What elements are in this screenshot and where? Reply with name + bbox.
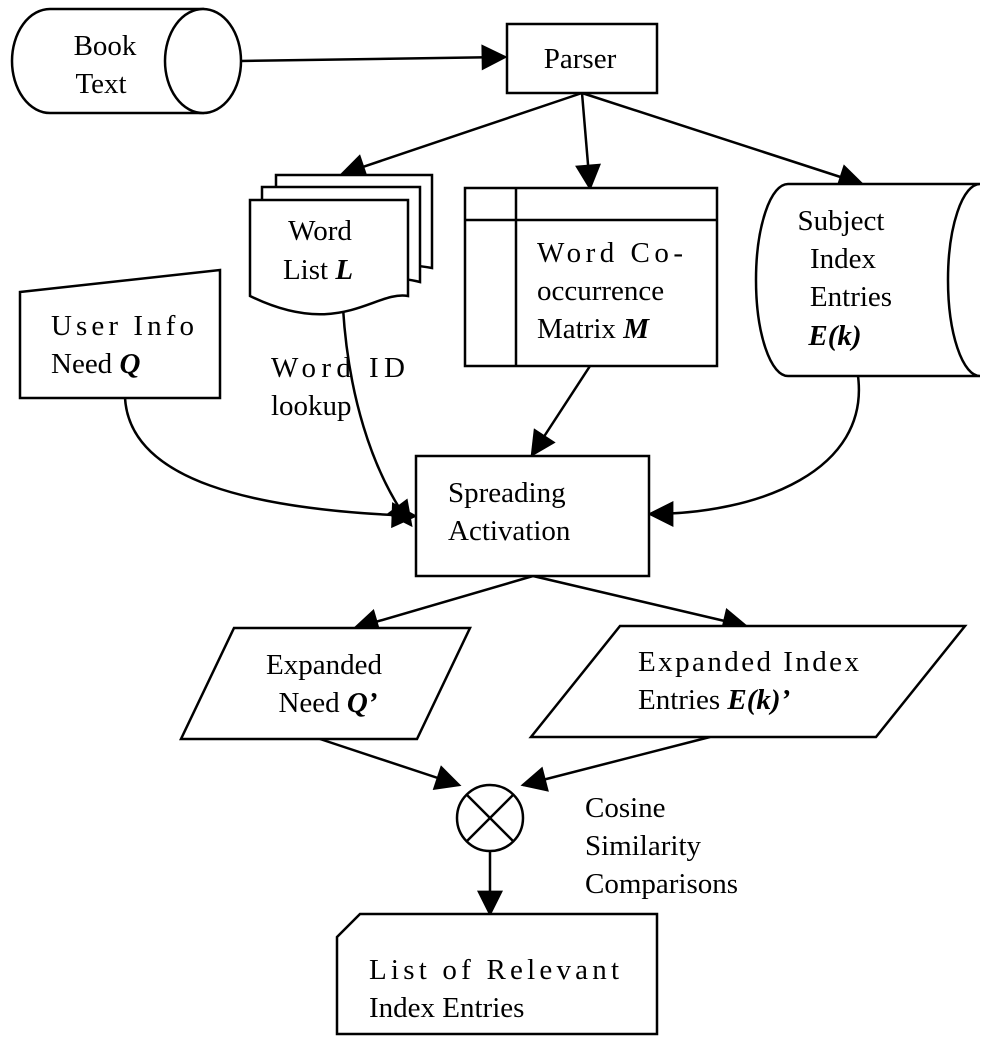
subject-index-line4: E(k) bbox=[807, 320, 861, 352]
parser-label: Parser bbox=[544, 43, 617, 75]
word-id-lookup-line2: lookup bbox=[271, 390, 352, 422]
subject-index-line2: Index bbox=[810, 243, 877, 275]
subject-index-line3: Entries bbox=[810, 281, 892, 313]
book-text-line2: Text bbox=[75, 68, 126, 100]
arrow-parser-to-subject-index bbox=[581, 91, 865, 190]
arrow-expanded-index-to-cosine bbox=[520, 735, 711, 792]
subject-index-line1: Subject bbox=[798, 205, 885, 237]
user-info-line2: Need Q bbox=[51, 348, 140, 380]
spreading-activation-node: Spreading Activation bbox=[414, 454, 651, 578]
arrow-parser-to-matrix bbox=[575, 92, 601, 191]
matrix-line1: Word Co- bbox=[537, 237, 683, 269]
arrow-matrix-to-spreading bbox=[530, 365, 592, 458]
cosine-line1: Cosine bbox=[585, 792, 666, 824]
arrow-book-to-parser bbox=[239, 44, 508, 71]
user-info-need-node: User Info Need Q bbox=[18, 268, 222, 400]
spreading-line2: Activation bbox=[448, 515, 571, 547]
expanded-index-node: Expanded Index Entries E(k)’ bbox=[528, 624, 968, 739]
cosine-label: Cosine Similarity Comparisons bbox=[585, 792, 738, 900]
book-text-line1: Book bbox=[74, 30, 137, 62]
arrow-wordlist-to-spreading bbox=[341, 307, 413, 528]
word-list-line1: Word bbox=[288, 215, 352, 247]
arrow-subject-index-to-spreading bbox=[647, 375, 861, 527]
cosine-junction bbox=[455, 783, 525, 853]
spreading-line1: Spreading bbox=[448, 477, 566, 509]
cosine-line3: Comparisons bbox=[585, 868, 738, 900]
arrow-spreading-to-expanded-need bbox=[352, 574, 534, 634]
arrow-parser-to-wordlist bbox=[339, 91, 583, 179]
word-list-line2: List L bbox=[283, 254, 353, 286]
relevant-list-line1: List of Relevant bbox=[369, 954, 619, 986]
subject-index-node: Subject Index Entries E(k) bbox=[754, 182, 981, 378]
word-id-lookup-label: Word ID lookup bbox=[271, 352, 405, 422]
book-text-node: Book Text bbox=[10, 7, 243, 115]
parser-node: Parser bbox=[505, 22, 659, 95]
relevant-list-line2: Index Entries bbox=[369, 992, 524, 1024]
word-list-node: Word List L bbox=[248, 173, 434, 316]
matrix-line3: Matrix M bbox=[537, 313, 650, 345]
arrow-userinfo-to-spreading bbox=[123, 397, 418, 529]
expanded-need-line2: Need Q’ bbox=[278, 687, 377, 719]
expanded-need-node: Expanded Need Q’ bbox=[179, 626, 472, 741]
arrow-spreading-to-expanded-index bbox=[532, 574, 749, 634]
matrix-node: Word Co- occurrence Matrix M bbox=[463, 186, 719, 368]
cosine-line2: Similarity bbox=[585, 830, 702, 862]
expanded-index-line2: Entries E(k)’ bbox=[638, 684, 790, 716]
expanded-need-line1: Expanded bbox=[266, 649, 382, 681]
word-id-lookup-line1: Word ID bbox=[271, 352, 405, 384]
expanded-index-line1: Expanded Index bbox=[638, 646, 860, 678]
relevant-list-node: List of Relevant Index Entries bbox=[335, 912, 659, 1036]
matrix-line2: occurrence bbox=[537, 275, 664, 307]
arrow-expanded-need-to-cosine bbox=[319, 737, 462, 790]
connectors bbox=[123, 44, 865, 917]
